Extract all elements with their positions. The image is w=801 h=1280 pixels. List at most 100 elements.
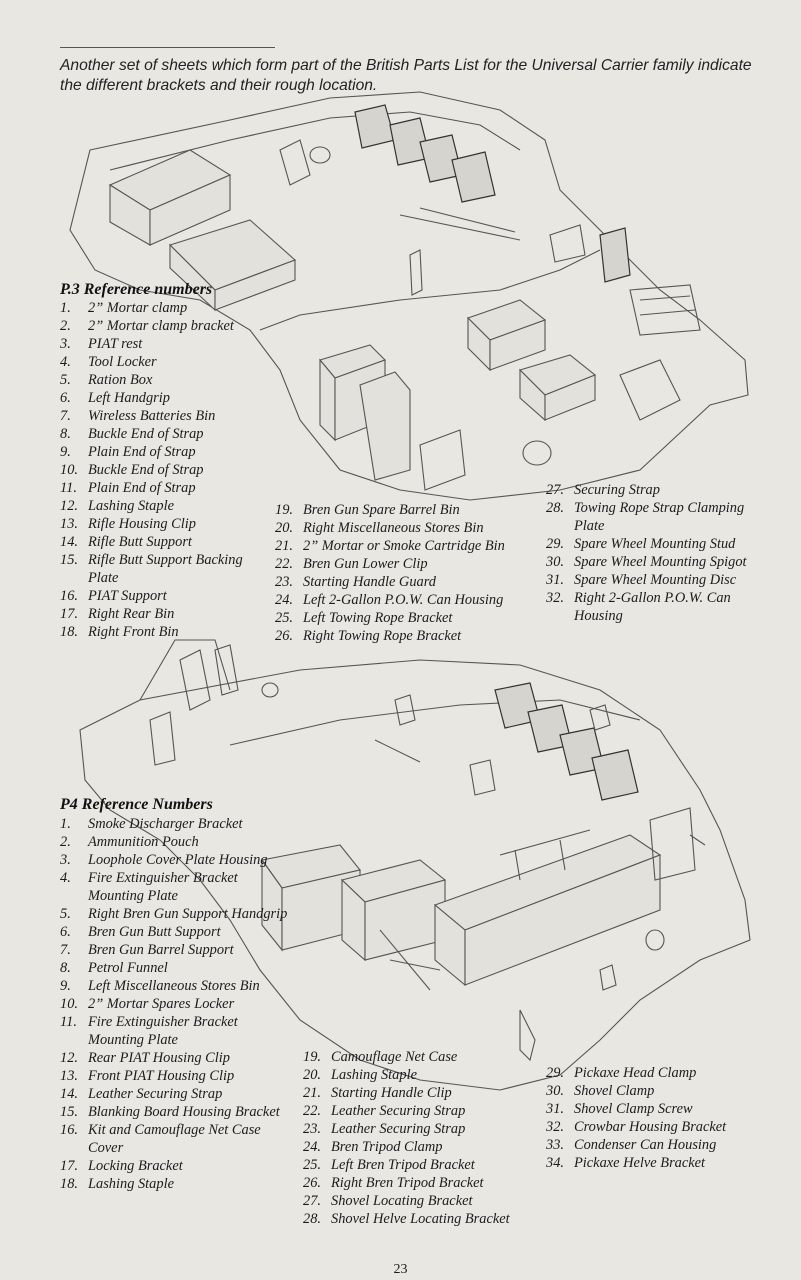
list-item: 31.Shovel Clamp Screw [546,1100,761,1118]
item-number: 11. [60,480,77,496]
item-number: 25. [275,610,293,626]
item-number: 13. [60,516,78,532]
item-number: 32. [546,1119,564,1135]
item-number: 23. [275,574,293,590]
item-number: 18. [60,1176,78,1192]
list-item: 10.2” Mortar Spares Locker [60,995,295,1013]
item-text: Right 2-Gallon P.O.W. Can Housing [574,590,731,624]
item-text: Ammunition Pouch [88,834,199,850]
list-item: 9. Plain End of Strap [60,443,270,461]
list-item: 33.Condenser Can Housing [546,1136,761,1154]
item-number: 16. [60,588,78,604]
item-number: 14. [60,534,78,550]
list-item: 19.Camouflage Net Case [303,1048,543,1066]
item-number: 32. [546,590,564,606]
item-number: 3. [60,852,71,868]
item-text: Blanking Board Housing Bracket [88,1104,280,1120]
item-number: 9. [60,978,71,994]
list-item: 16.Kit and Camouflage Net Case Cover [60,1121,295,1157]
list-item: 12.Rear PIAT Housing Clip [60,1049,295,1067]
item-text: Right Front Bin [88,624,179,640]
item-text: Loophole Cover Plate Housing [88,852,268,868]
item-text: Right Bren Gun Support Handgrip [88,906,288,922]
item-text: Shovel Clamp [574,1083,655,1099]
item-number: 29. [546,1065,564,1081]
list-item: 9. Left Miscellaneous Stores Bin [60,977,295,995]
item-text: Shovel Locating Bracket [331,1193,473,1209]
item-text: Kit and Camouflage Net Case Cover [88,1122,261,1156]
item-number: 22. [303,1103,321,1119]
list-item: 16. PIAT Support [60,587,270,605]
list-item: 25. Left Towing Rope Bracket [275,609,545,627]
list-item: 12.Lashing Staple [60,497,270,515]
item-text: Left Towing Rope Bracket [303,610,453,626]
item-text: Right Towing Rope Bracket [303,628,462,644]
item-number: 28. [303,1211,321,1227]
list-item: 23.Leather Securing Strap [303,1120,543,1138]
item-number: 20. [303,1067,321,1083]
item-number: 34. [546,1155,564,1171]
list-item: 13.Rifle Housing Clip [60,515,270,533]
top-rule [60,47,275,48]
item-number: 25. [303,1157,321,1173]
item-number: 21. [275,538,293,554]
list-item: 14.Leather Securing Strap [60,1085,295,1103]
p3-diagram [69,91,749,501]
list-item: 5. Right Bren Gun Support Handgrip [60,905,295,923]
item-number: 17. [60,606,78,622]
item-text: Fire Extinguisher Bracket Mounting Plate [88,870,238,904]
item-text: Buckle End of Strap [88,426,204,442]
list-item: 26.Right Towing Rope Bracket [275,627,545,645]
item-text: Leather Securing Strap [331,1121,466,1137]
list-item: 13.Front PIAT Housing Clip [60,1067,295,1085]
item-text: Ration Box [88,372,153,388]
item-number: 6. [60,390,71,406]
item-text: Locking Bracket [88,1158,183,1174]
item-number: 5. [60,906,71,922]
item-text: Crowbar Housing Bracket [574,1119,727,1135]
item-text: Securing Strap [574,482,660,498]
item-text: 2” Mortar clamp [88,300,188,316]
item-text: PIAT rest [88,336,143,352]
list-item: 17.Right Rear Bin [60,605,270,623]
item-number: 10. [60,462,78,478]
item-number: 2. [60,318,71,334]
list-item: 24.Left 2-Gallon P.O.W. Can Housing [275,591,545,609]
page-number: 23 [393,1262,408,1277]
list-item: 22.Bren Gun Lower Clip [275,555,545,573]
item-number: 26. [303,1175,321,1191]
item-number: 28. [546,500,564,516]
item-number: 20. [275,520,293,536]
list-item: 15.Blanking Board Housing Bracket [60,1103,295,1121]
item-text: Left Handgrip [88,390,170,406]
item-text: Spare Wheel Mounting Spigot [574,554,747,570]
item-text: Left Miscellaneous Stores Bin [88,978,260,994]
item-text: Towing Rope Strap Clamping Plate [574,500,745,534]
list-item: 32. Crowbar Housing Bracket [546,1118,761,1136]
item-text: Buckle End of Strap [88,462,204,478]
list-item: 24.Bren Tripod Clamp [303,1138,543,1156]
list-item: 11.Fire Extinguisher Bracket Mounting Pl… [60,1013,295,1049]
list-item: 28.Shovel Helve Locating Bracket [303,1210,543,1228]
item-text: Petrol Funnel [88,960,168,976]
item-text: Spare Wheel Mounting Disc [574,572,737,588]
list-item: 15.Rifle Butt Support Backing Plate [60,551,270,587]
item-number: 9. [60,444,71,460]
item-number: 7. [60,942,71,958]
p4-heading: P4 Reference Numbers [60,796,213,813]
item-text: Plain End of Strap [88,444,196,460]
list-item: 32. Right 2-Gallon P.O.W. Can Housing [546,589,761,625]
item-text: PIAT Support [88,588,167,604]
item-number: 27. [303,1193,321,1209]
list-item: 20.Right Miscellaneous Stores Bin [275,519,545,537]
item-text: Bren Gun Barrel Support [88,942,234,958]
list-item: 4.Tool Locker [60,353,270,371]
item-number: 14. [60,1086,78,1102]
list-item: 6. Left Handgrip [60,389,270,407]
item-text: Condenser Can Housing [574,1137,717,1153]
list-item: 1.Smoke Discharger Bracket [60,815,295,833]
item-number: 29. [546,536,564,552]
item-number: 19. [275,502,293,518]
